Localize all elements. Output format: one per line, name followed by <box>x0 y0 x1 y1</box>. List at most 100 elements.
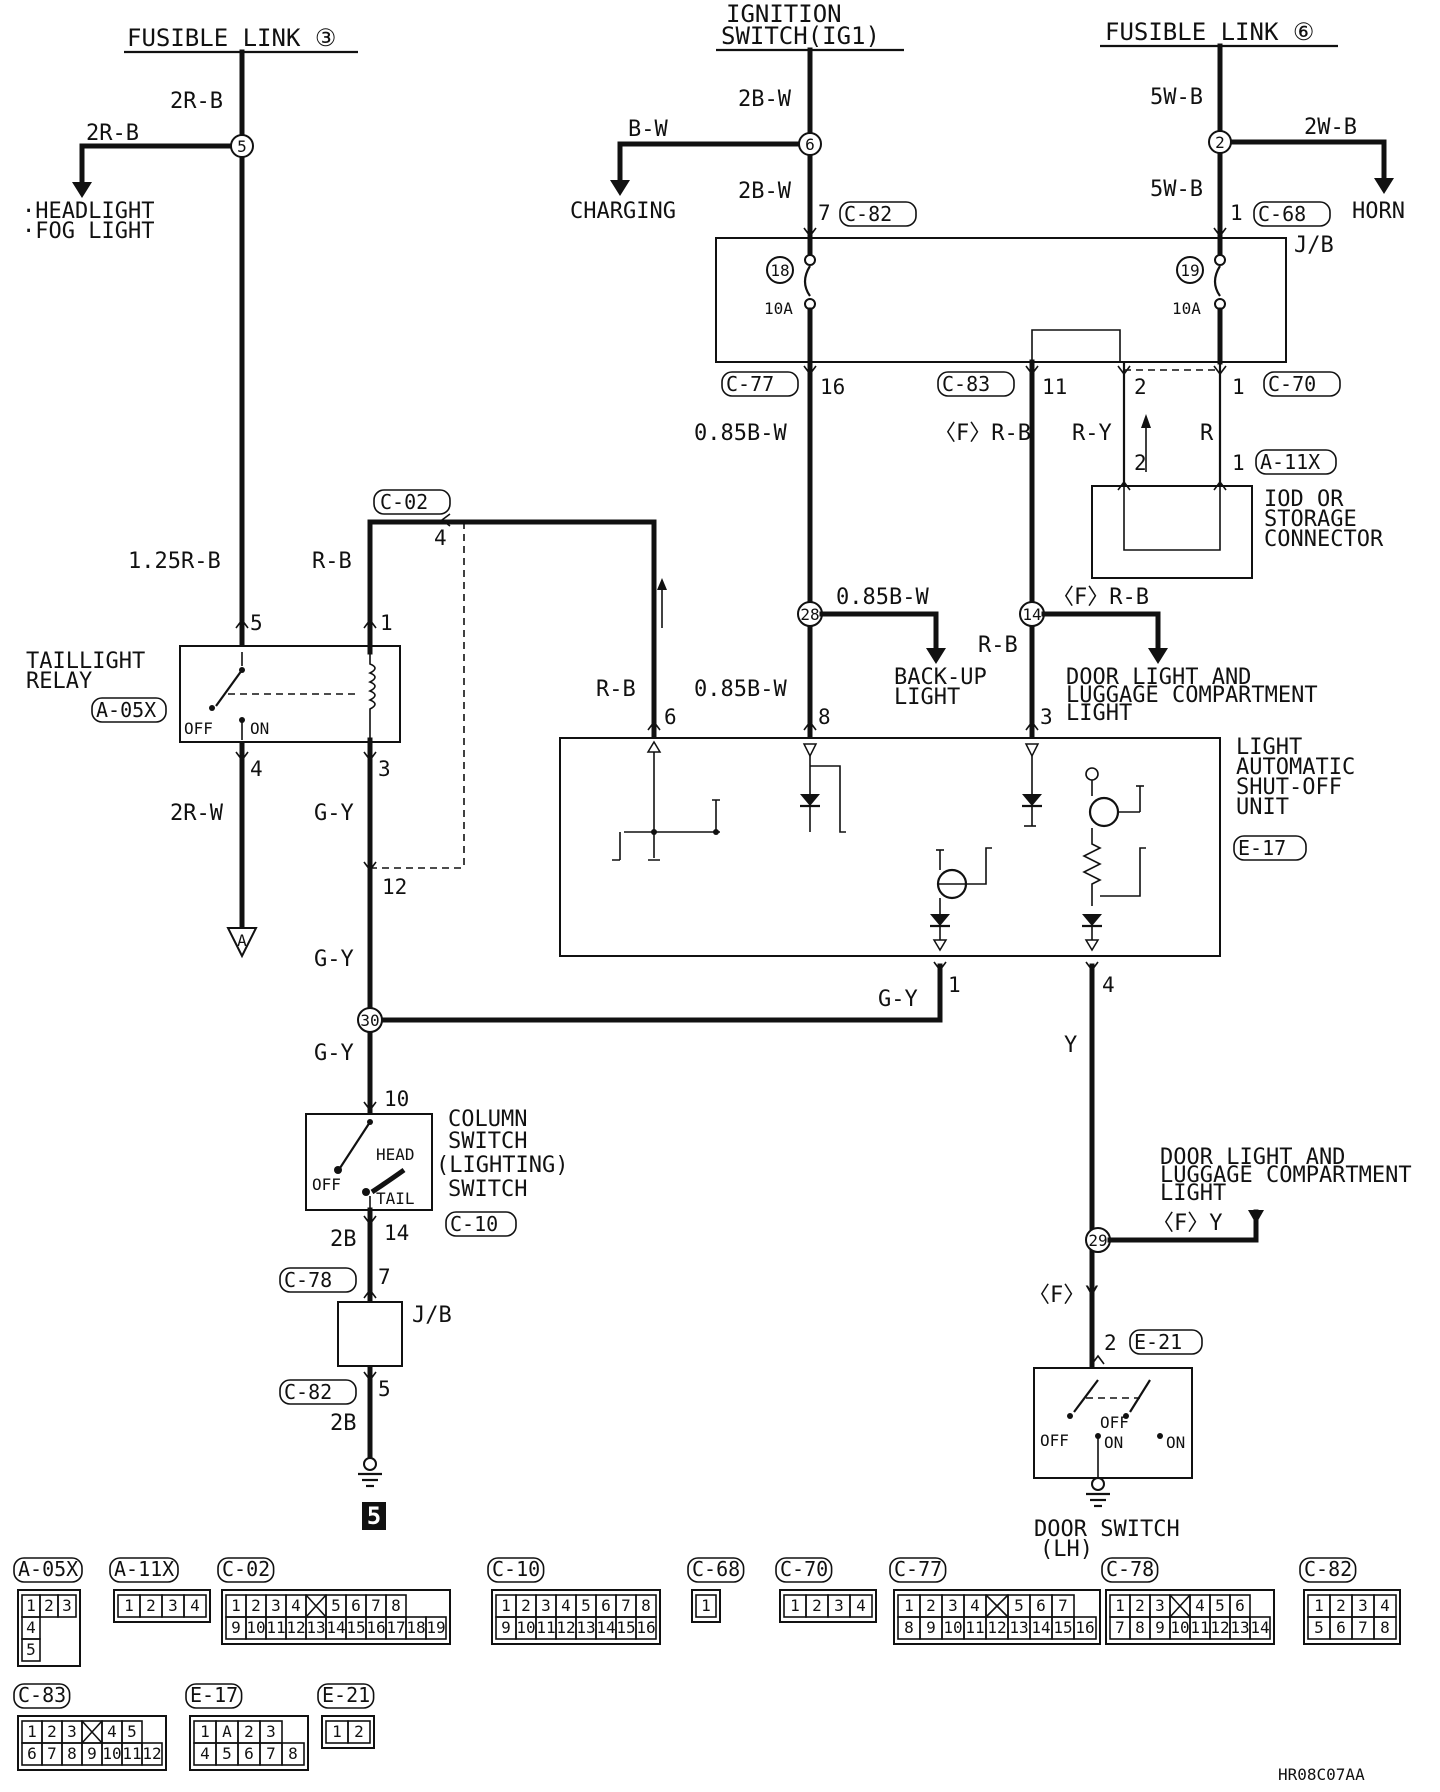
connector-pin-number: 7 <box>371 1596 381 1615</box>
connector-pin-number: 1 <box>27 1722 37 1741</box>
connector-pin-number: 15 <box>1053 1618 1072 1637</box>
connector-pin-number: 1 <box>124 1596 134 1615</box>
connector-pin-number: 12 <box>286 1618 305 1637</box>
connector-pin-number: 2 <box>251 1596 261 1615</box>
connector-pin-number: 2 <box>926 1596 936 1615</box>
wire-FRB-b: 〈F〉R-B <box>1052 585 1149 610</box>
wire-2RB-branch: 2R-B <box>86 121 139 146</box>
connector-table-id: C-83 <box>18 1683 66 1707</box>
svg-text:11: 11 <box>1042 375 1067 399</box>
column-switch-label-2: SWITCH <box>448 1129 527 1154</box>
dest-door-light-1c: LIGHT <box>1066 701 1132 726</box>
connector-pin-number: 10 <box>1170 1618 1189 1637</box>
connector-pin-number: 6 <box>351 1596 361 1615</box>
col-head: HEAD <box>376 1145 415 1164</box>
connector-pin-number: 6 <box>244 1744 254 1763</box>
dest-horn: HORN <box>1352 199 1405 224</box>
svg-text:1: 1 <box>1230 201 1243 225</box>
dest-foglight: ·FOG LIGHT <box>22 219 154 244</box>
ground-ref-5 <box>362 1502 386 1530</box>
connector-a11x: A-11X <box>1260 450 1320 474</box>
connector-pin-number: 3 <box>834 1596 844 1615</box>
dest-door-light-1a: DOOR LIGHT AND <box>1066 665 1251 690</box>
connector-table-id: C-77 <box>894 1557 942 1581</box>
relay-off: OFF <box>184 719 213 738</box>
connector-table-id: C-70 <box>780 1557 828 1581</box>
connector-pin-number: 3 <box>541 1596 551 1615</box>
light-unit-label-1: LIGHT <box>1236 735 1302 760</box>
door-switch-label-2: (LH) <box>1040 1537 1093 1562</box>
junction-6 <box>798 132 822 156</box>
connector-c68: C-68 <box>1258 202 1306 226</box>
svg-text:16: 16 <box>820 375 845 399</box>
svg-text:4: 4 <box>1102 973 1115 997</box>
wire-085BW-c: 0.85B-W <box>694 677 787 702</box>
svg-text:4: 4 <box>250 757 263 781</box>
connector-pin-number: 5 <box>26 1640 36 1659</box>
connector-pin-number: 1 <box>332 1722 342 1741</box>
connector-pin-number: 16 <box>636 1618 655 1637</box>
dest-backup-2: LIGHT <box>894 685 960 710</box>
connector-pin-number: 5 <box>1215 1596 1225 1615</box>
connector-pin-number: 16 <box>1075 1618 1094 1637</box>
connector-pin-number: 4 <box>1195 1596 1205 1615</box>
connector-pin-number: 1 <box>904 1596 914 1615</box>
connector-pin-number: 10 <box>516 1618 535 1637</box>
svg-text:3: 3 <box>378 757 391 781</box>
connector-pin-number: 5 <box>222 1744 232 1763</box>
junction-block-2 <box>337 1301 403 1367</box>
col-tail: TAIL <box>376 1189 415 1208</box>
dest-backup-1: BACK-UP <box>894 665 987 690</box>
connector-pin-number: 4 <box>107 1722 117 1741</box>
connector-pin-number: 17 <box>386 1618 405 1637</box>
junction-2 <box>1208 130 1232 154</box>
wire-5WB-a: 5W-B <box>1150 85 1203 110</box>
svg-text:1: 1 <box>1232 375 1245 399</box>
connector-pin-number: 8 <box>391 1596 401 1615</box>
connector-pin-number: 8 <box>67 1744 77 1763</box>
connector-pin-number: 9 <box>231 1618 241 1637</box>
fusible-link-3-label: FUSIBLE LINK ③ <box>127 24 336 52</box>
jb-label: J/B <box>1294 233 1334 258</box>
ignition-switch-label-1: IGNITION <box>726 0 842 28</box>
connector-pin-number: 3 <box>62 1596 72 1615</box>
svg-text:12: 12 <box>382 875 407 899</box>
connector-pin-number: 8 <box>288 1744 298 1763</box>
ds-on1: ON <box>1104 1433 1123 1452</box>
wire-2B-a: 2B <box>330 1227 357 1252</box>
jb2-label: J/B <box>412 1303 452 1328</box>
connector-pin-number: 13 <box>1230 1618 1249 1637</box>
connector-pin-number: 5 <box>1314 1618 1324 1637</box>
connector-pin-number: 2 <box>44 1596 54 1615</box>
connector-pin-number: 1 <box>200 1722 210 1741</box>
connector-pin-number: 9 <box>501 1618 511 1637</box>
wire-RY: R-Y <box>1072 421 1112 446</box>
door-switch <box>1033 1367 1193 1479</box>
connector-pin-number: 6 <box>1336 1618 1346 1637</box>
connector-pin-number: 4 <box>970 1596 980 1615</box>
connector-c70: C-70 <box>1268 372 1316 396</box>
svg-text:3: 3 <box>1040 705 1053 729</box>
svg-text:7: 7 <box>818 201 831 225</box>
connector-pin-number: 7 <box>1358 1618 1368 1637</box>
svg-text:1: 1 <box>948 973 961 997</box>
connector-pin-number: 3 <box>271 1596 281 1615</box>
dest-door-light-2c: LIGHT <box>1160 1181 1226 1206</box>
svg-text:2: 2 <box>1215 133 1225 152</box>
svg-text:4: 4 <box>434 526 447 550</box>
figure-code: HR08C07AA <box>1278 1765 1365 1784</box>
connector-pin-number: 2 <box>146 1596 156 1615</box>
connector-c78: C-78 <box>284 1268 332 1292</box>
wire-GY-c: G-Y <box>314 1041 354 1066</box>
fuse-18-rating: 10A <box>764 299 793 318</box>
connector-pin-number: 7 <box>47 1744 57 1763</box>
connector-e21: E-21 <box>1134 1330 1182 1354</box>
svg-text:2: 2 <box>1134 375 1147 399</box>
wire-GY-b: G-Y <box>314 947 354 972</box>
ground-ref-a <box>226 927 258 959</box>
connector-table-id: C-78 <box>1106 1557 1154 1581</box>
relay-on: ON <box>250 719 269 738</box>
svg-text:30: 30 <box>360 1011 379 1030</box>
iod-label-2: STORAGE <box>1264 507 1357 532</box>
wire-GY-a: G-Y <box>314 801 354 826</box>
